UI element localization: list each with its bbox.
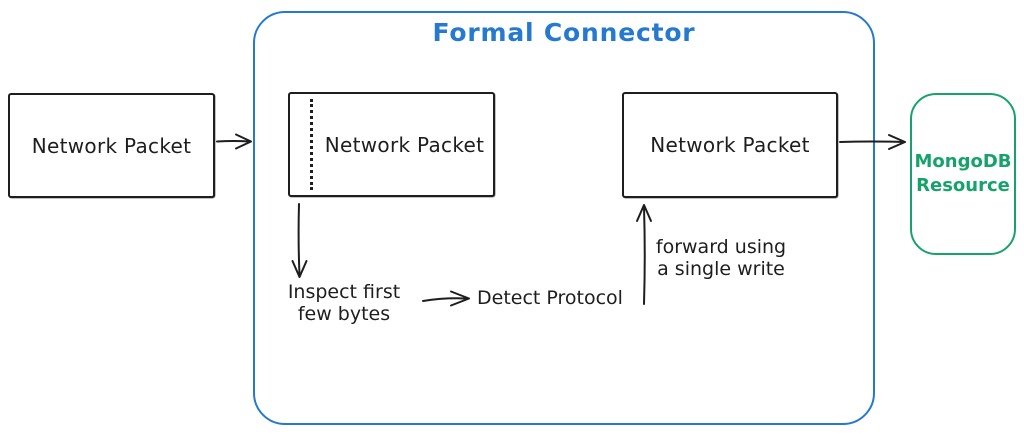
annotation-line: forward using <box>655 236 787 258</box>
node-network-packet-inspect: Network Packet <box>288 92 495 197</box>
mongodb-label-line1: MongoDB <box>914 150 1012 172</box>
node-label: Network Packet <box>650 133 810 157</box>
arrow-source-to-connector-icon <box>216 133 252 150</box>
annotation-detect-protocol: Detect Protocol <box>477 287 623 309</box>
annotation-line: a single write <box>657 257 785 280</box>
formal-connector-container <box>253 11 875 425</box>
node-label: Network Packet <box>31 133 192 158</box>
node-mongodb-resource: MongoDB Resource <box>910 93 1016 255</box>
annotation-line: Inspect first <box>287 281 401 303</box>
node-network-packet-forward: Network Packet <box>622 92 838 198</box>
annotation-inspect-first-few-bytes: Inspect first few bytes <box>278 281 410 326</box>
annotation-line: few bytes <box>297 302 391 325</box>
node-label: Network Packet <box>324 132 485 157</box>
node-network-packet-source: Network Packet <box>8 93 215 198</box>
mongodb-label-line2: Resource <box>916 175 1010 196</box>
formal-connector-title: Formal Connector <box>432 18 696 47</box>
first-bytes-divider <box>310 99 313 190</box>
annotation-forward-single-write: forward using a single write <box>650 236 792 281</box>
